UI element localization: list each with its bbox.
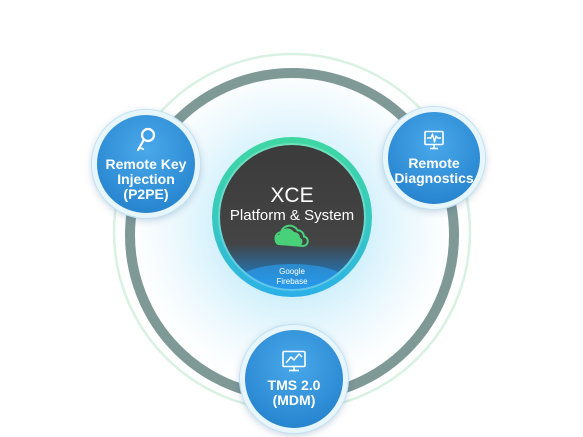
pulse-monitor-icon [424,130,444,150]
node-label: TMS 2.0 (MDM) [267,377,321,408]
node-tms-mdm[interactable]: TMS 2.0 (MDM) [240,325,348,433]
node-label: Remote Diagnostics [394,155,474,186]
center-bottom-glow [237,264,347,289]
center-title: XCE [270,184,314,207]
center-subtitle: Platform & System [229,207,355,224]
chart-monitor-icon [282,350,306,372]
node-remote-key-injection[interactable]: Remote Key Injection (P2PE) [92,110,200,218]
node-remote-diagnostics[interactable]: Remote Diagnostics [383,107,485,209]
key-icon [136,127,156,151]
cloud-icon [274,224,309,248]
center-core [220,145,364,289]
node-label: Remote Key Injection (P2PE) [105,155,187,202]
firebase-label: Google Firebase [276,267,308,286]
